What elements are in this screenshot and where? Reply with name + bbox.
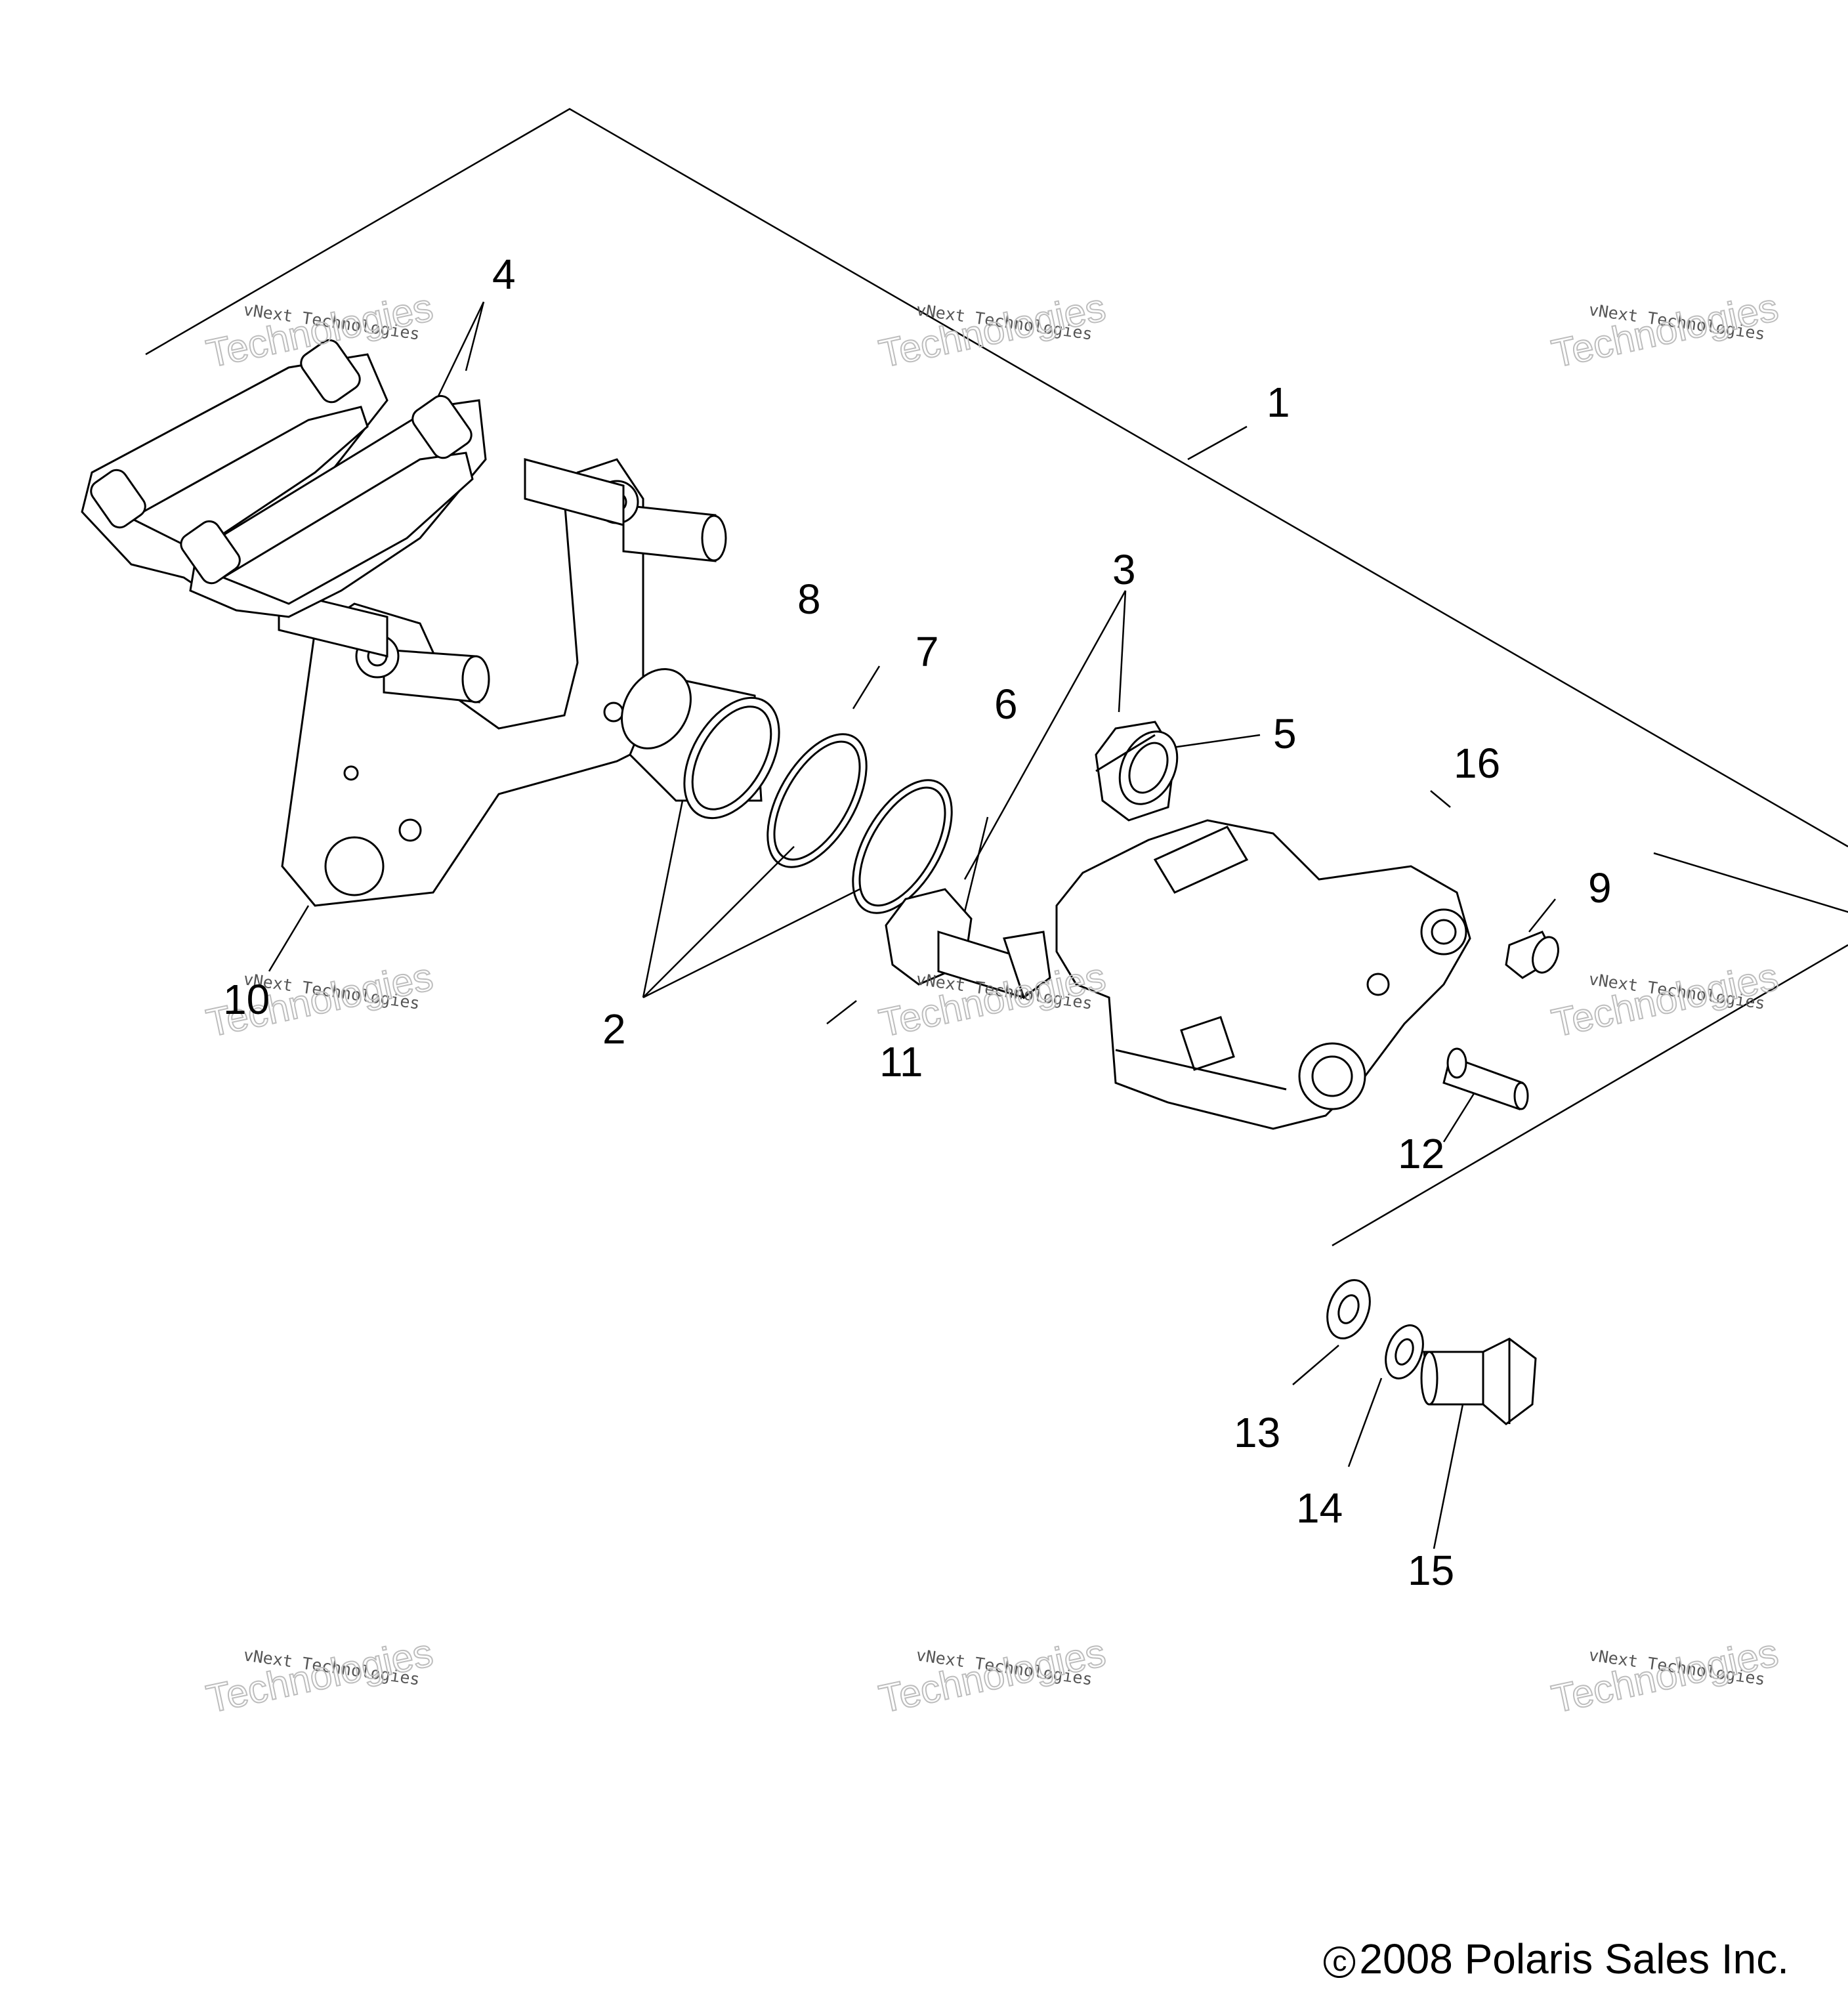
caliper-housing-part-16 — [1055, 819, 1471, 1130]
callout-5: 5 — [1273, 710, 1297, 757]
svg-text:Technologies: Technologies — [1548, 1630, 1782, 1721]
callout-10: 10 — [223, 976, 270, 1023]
callout-14: 14 — [1296, 1484, 1343, 1532]
bleeder-part-12 — [1442, 1047, 1529, 1111]
svg-text:Technologies: Technologies — [203, 1630, 437, 1721]
boot-part-5 — [1095, 721, 1179, 822]
callout-4: 4 — [492, 251, 516, 298]
callout-8: 8 — [797, 576, 821, 623]
callout-labels: 1 2 3 4 5 6 7 8 9 10 11 12 13 14 15 16 — [223, 251, 1612, 1594]
pin-boot-part-11 — [885, 888, 1051, 999]
watermark-2: vNext Technologies Technologies — [1547, 284, 1783, 376]
callout-3: 3 — [1112, 546, 1136, 593]
watermark-1: vNext Technologies Technologies — [875, 284, 1110, 376]
piston-part-8 — [621, 668, 780, 820]
copyright-text: 2008 Polaris Sales Inc. — [1359, 1935, 1789, 1983]
brake-pads-part-4 — [81, 339, 487, 618]
svg-text:Technologies: Technologies — [1548, 954, 1782, 1045]
assembly-boundary — [145, 108, 1848, 1247]
watermark-5: vNext Technologies Technologies — [1547, 954, 1783, 1045]
bolt-part-15 — [1420, 1337, 1537, 1425]
callout-6: 6 — [994, 681, 1018, 728]
watermark-7: vNext Technologies Technologies — [875, 1629, 1110, 1721]
callout-7: 7 — [915, 628, 939, 675]
watermark-8: vNext Technologies Technologies — [1547, 1629, 1783, 1721]
callout-13: 13 — [1234, 1409, 1280, 1456]
bracket-guide-pins — [278, 458, 727, 704]
callout-1: 1 — [1267, 379, 1290, 426]
callout-15: 15 — [1408, 1547, 1454, 1594]
svg-text:Technologies: Technologies — [875, 285, 1110, 375]
callout-11: 11 — [879, 1038, 923, 1085]
callout-16: 16 — [1454, 740, 1500, 787]
svg-text:Technologies: Technologies — [875, 1630, 1110, 1721]
callout-2: 2 — [602, 1005, 626, 1053]
plug-part-9 — [1505, 931, 1559, 979]
washers-parts-13-14 — [1326, 1279, 1424, 1379]
svg-text:Technologies: Technologies — [1548, 285, 1782, 375]
callout-9: 9 — [1588, 864, 1612, 912]
callout-12: 12 — [1398, 1130, 1444, 1177]
watermark-6: vNext Technologies Technologies — [202, 1629, 438, 1721]
copyright-symbol: c — [1324, 1946, 1356, 1979]
seals-parts-6-7 — [766, 733, 953, 914]
